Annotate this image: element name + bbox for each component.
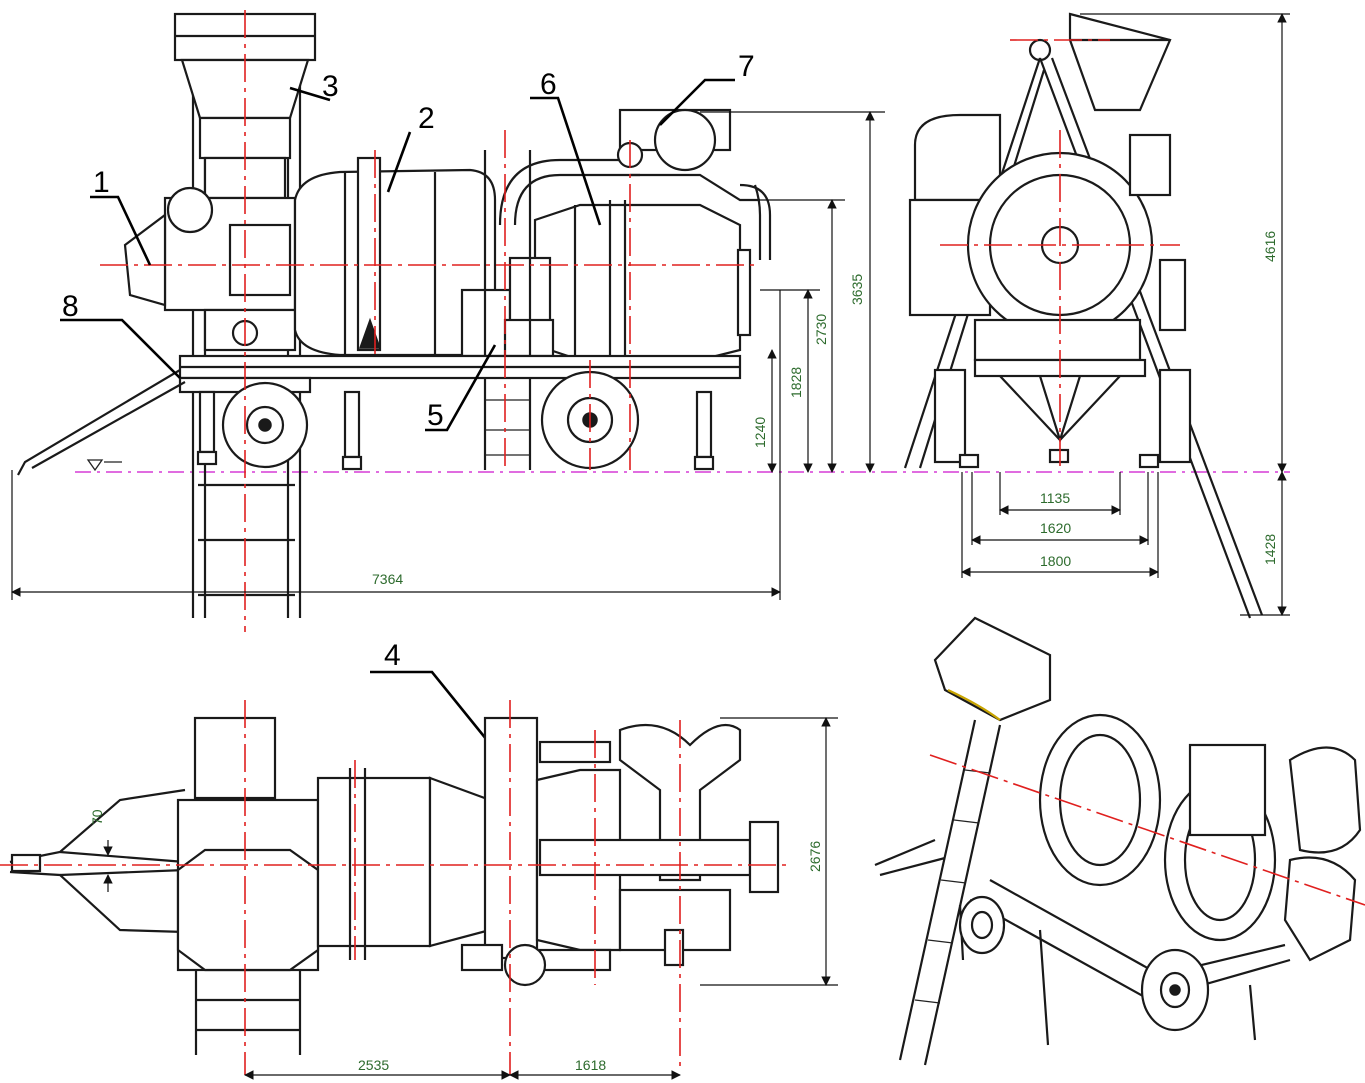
- callout-8: 8: [62, 290, 79, 323]
- top-dimension-lines: [103, 717, 838, 1080]
- iso-wheel-front: [958, 895, 1006, 955]
- callout-3: 3: [322, 70, 339, 103]
- tow-bar: [17, 369, 186, 476]
- side-wheel-front: [221, 381, 309, 469]
- front-dimension-lines: [961, 13, 1290, 616]
- callout-4: 4: [384, 639, 401, 672]
- dim-top-width: 2676: [807, 841, 823, 872]
- dim-track-1: 1135: [1040, 490, 1070, 506]
- cyclone: [616, 108, 772, 260]
- side-jacks: [196, 390, 715, 471]
- side-view: 7364 3635 2730 1828 1240: [11, 10, 1290, 632]
- dim-overall-length: 7364: [372, 571, 403, 587]
- dim-front-lower: 1428: [1262, 534, 1278, 565]
- dim-front-height: 4616: [1262, 231, 1278, 262]
- elevator-tower: [483, 150, 532, 470]
- dim-track-2: 1620: [1040, 520, 1071, 536]
- side-dimension-lines: [11, 111, 885, 600]
- callout-leaders: [60, 78, 735, 751]
- isometric-view: [874, 616, 1365, 1066]
- dim-top-len-1: 2535: [358, 1057, 389, 1073]
- dim-track-3: 1800: [1040, 553, 1071, 569]
- callout-2: 2: [418, 102, 435, 135]
- burner-unit: [123, 186, 297, 352]
- dim-height-axle: 1240: [752, 417, 768, 448]
- callout-5: 5: [427, 399, 444, 432]
- dim-top-offset: 70: [89, 809, 105, 825]
- callout-6: 6: [540, 68, 557, 101]
- callout-1: 1: [93, 166, 110, 199]
- top-view: 2676 70 2535 1618: [0, 700, 838, 1080]
- dim-height-total-side: 3635: [849, 274, 865, 305]
- iso-wheel-rear: [1140, 948, 1210, 1032]
- front-view: 4616 1428 1135 1620 1800: [903, 12, 1290, 619]
- dim-height-drum: 2730: [813, 314, 829, 345]
- dim-height-platform: 1828: [788, 367, 804, 398]
- callout-7: 7: [738, 50, 755, 83]
- ground-symbol: [86, 459, 122, 472]
- dim-top-len-2: 1618: [575, 1057, 606, 1073]
